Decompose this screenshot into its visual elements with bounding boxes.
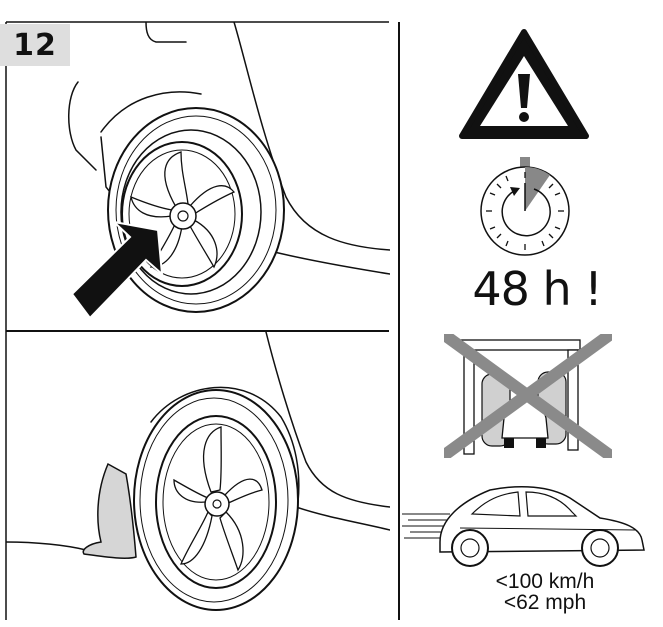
door-line bbox=[145, 22, 187, 43]
wheel-pressure-illustration bbox=[68, 22, 390, 320]
step-number: 12 bbox=[13, 27, 57, 63]
warning-triangle-icon bbox=[459, 29, 589, 139]
elapsed-sector bbox=[525, 167, 550, 211]
no-car-wash-icon bbox=[444, 334, 612, 458]
speed-limit-kmh: <100 km/h bbox=[495, 570, 595, 593]
fender-line bbox=[68, 81, 97, 171]
wheel-arch bbox=[100, 91, 202, 133]
sill-line bbox=[295, 506, 390, 531]
mudflap bbox=[82, 462, 137, 559]
body-contour bbox=[233, 22, 390, 251]
speed-limit-mph: <62 mph bbox=[503, 591, 587, 614]
arrow-icon bbox=[70, 220, 164, 320]
progress-arc bbox=[501, 188, 551, 237]
wheel-arch bbox=[150, 386, 300, 503]
car-window bbox=[525, 491, 578, 517]
wheel-mudflap-illustration bbox=[6, 332, 390, 611]
cross-stroke bbox=[444, 334, 612, 458]
curing-duration: 48 h ! bbox=[472, 262, 602, 316]
stopwatch-icon bbox=[480, 157, 570, 256]
gantry-leg bbox=[567, 349, 579, 451]
sill-line bbox=[265, 249, 390, 275]
speed-lines bbox=[402, 513, 452, 539]
step-number-badge: 12 bbox=[0, 24, 70, 66]
car-window bbox=[470, 491, 521, 517]
ground-line bbox=[6, 541, 87, 551]
body-contour bbox=[265, 332, 390, 508]
clock-ticks bbox=[486, 172, 564, 250]
moving-car-icon bbox=[402, 486, 645, 567]
exclamation-mark bbox=[518, 74, 530, 108]
rim-spokes bbox=[173, 426, 263, 572]
